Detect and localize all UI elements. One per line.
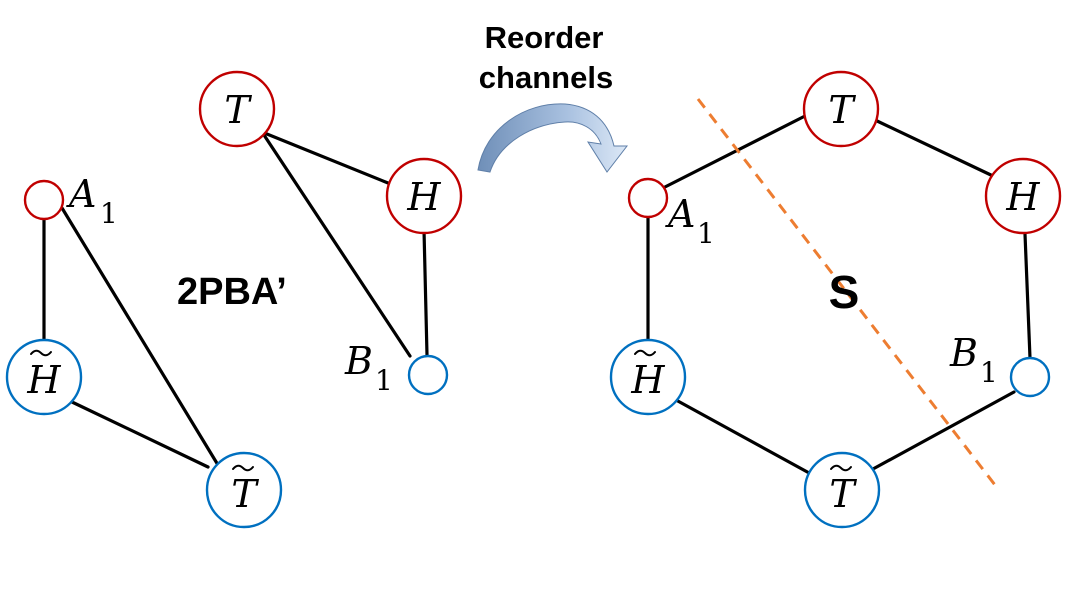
right-node-h-tilde-mark [634, 349, 656, 357]
right-node-a1-letter: A [665, 192, 695, 236]
right-node-b1-subscript: 1 [980, 356, 998, 389]
left-node-t [198, 70, 276, 148]
right-node-t-label: T [828, 88, 856, 132]
reorder-arrow-group: Reorder channels [477, 20, 629, 173]
left-node-b1 [407, 354, 449, 396]
left-edge-htilde-ttilde [70, 400, 210, 469]
left-node-b1-subscript: 1 [375, 364, 393, 397]
right-node-b1 [1009, 356, 1051, 398]
left-node-b1-letter: B [344, 339, 373, 383]
left-edge-t-b1 [260, 130, 412, 358]
right-node-a1 [627, 177, 669, 219]
left-node-a1-letter: A [66, 172, 96, 216]
right-graph: S T H B 1 A 1 H T [609, 70, 1062, 529]
left-graph: T H B 1 A 1 H T 2PBA’ [5, 70, 463, 529]
arrow-label-line1: Reorder [485, 20, 604, 55]
left-edge-h-b1 [422, 228, 429, 357]
right-edge-t-h [873, 118, 995, 178]
cut-line [696, 98, 997, 486]
left-node-t-tilde-mark [232, 464, 254, 472]
right-edge-a1-t [661, 114, 807, 190]
left-node-t-label: T [224, 88, 252, 132]
left-node-h-label: H [406, 175, 441, 219]
left-node-t-tilde-label: T [231, 472, 259, 516]
right-edge-ttilde-htilde [674, 398, 813, 476]
left-edge-a1-ttilde [60, 206, 220, 467]
left-edge-t-h [260, 130, 390, 185]
left-node-t-tilde [205, 451, 283, 529]
right-node-h-label: H [1005, 175, 1040, 219]
right-edge-h-b1 [1023, 232, 1032, 360]
right-node-t [802, 70, 880, 148]
right-edge-b1-ttilde [871, 390, 1016, 471]
arrow-label-line2: channels [479, 60, 613, 95]
right-node-a1-subscript: 1 [697, 217, 715, 250]
right-node-b1-letter: B [949, 331, 978, 375]
left-node-h-tilde-mark [30, 349, 52, 357]
right-node-t-tilde-label: T [829, 472, 857, 516]
right-node-t-tilde [803, 451, 881, 529]
left-node-h-tilde [5, 338, 83, 416]
left-node-a1-subscript: 1 [100, 197, 118, 230]
curved-arrow-icon [477, 103, 629, 173]
left-node-h [385, 157, 463, 235]
right-node-h [984, 157, 1062, 235]
right-node-h-tilde-label: H [630, 358, 665, 402]
right-node-h-tilde [609, 338, 687, 416]
left-graph-title: 2PBA’ [177, 271, 287, 313]
left-node-h-tilde-label: H [26, 358, 61, 402]
cut-label: S [829, 266, 860, 318]
left-node-a1 [23, 179, 65, 221]
right-node-t-tilde-mark [830, 464, 852, 472]
